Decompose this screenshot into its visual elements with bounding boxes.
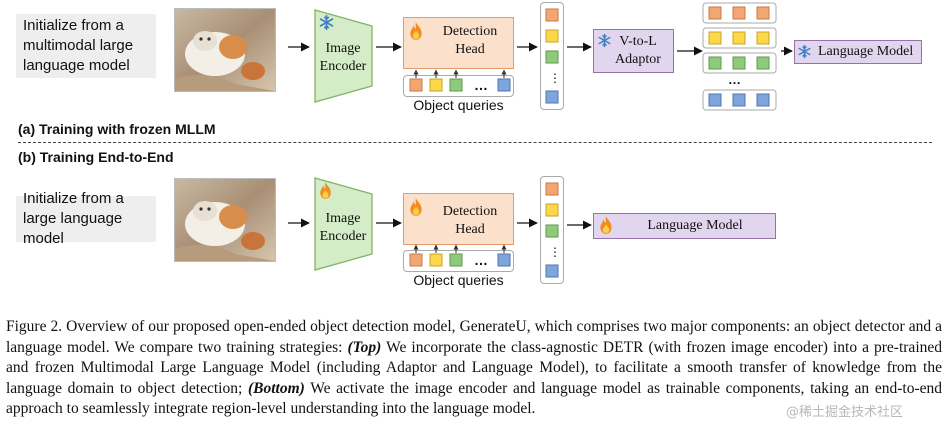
- svg-text:…: …: [474, 77, 488, 93]
- detection-head-label: Detection Head: [442, 204, 498, 237]
- image-encoder-label: Image Encoder: [319, 41, 367, 74]
- output-tokens: [540, 2, 564, 110]
- adaptor-label: V-to-L Adaptor: [615, 34, 661, 67]
- init-text: Initialize from a multimodal large langu…: [23, 17, 134, 74]
- image-encoder-trapezoid: [314, 9, 373, 103]
- detection-head-box: [403, 193, 514, 245]
- panel-divider: [18, 142, 932, 143]
- flow-arrows-b: [288, 218, 592, 230]
- image-encoder-trapezoid: [314, 177, 373, 271]
- init-text: Initialize from a large language model: [23, 190, 124, 247]
- detection-head-label: Detection Head: [442, 24, 498, 57]
- language-token-rows: …: [702, 2, 777, 111]
- caption-part3: We activate the image encoder and langua…: [6, 379, 943, 418]
- init-text-box: Initialize from a multimodal large langu…: [16, 14, 156, 78]
- svg-text:…: …: [728, 72, 741, 87]
- language-model-box: [593, 213, 776, 239]
- caption-top: (Top): [347, 338, 382, 356]
- object-queries-box: [403, 250, 514, 272]
- svg-text:⋮: ⋮: [549, 245, 561, 259]
- caption-bottom: (Bottom): [247, 379, 305, 397]
- caption-part1: Overview of our proposed open-ended obje…: [6, 318, 943, 356]
- object-queries-label: Object queries: [413, 97, 504, 113]
- svg-text:⋮: ⋮: [549, 71, 561, 85]
- object-queries: …: [409, 69, 511, 93]
- object-queries-label: Object queries: [413, 272, 504, 288]
- output-token-squares: ⋮: [545, 182, 561, 278]
- svg-text:…: …: [474, 252, 488, 268]
- cat-photo: [174, 8, 276, 92]
- caption-part2: We incorporate the class-agnostic DETR (…: [6, 338, 942, 397]
- detection-head-box: [403, 17, 514, 69]
- output-token-squares: ⋮: [545, 8, 561, 104]
- language-model-box: [794, 40, 922, 64]
- output-tokens: [540, 176, 564, 284]
- image-encoder-label: Image Encoder: [319, 211, 367, 244]
- cat-photo: [174, 178, 276, 262]
- object-queries-box: [403, 75, 514, 97]
- language-model-label: Language Model: [647, 218, 743, 233]
- caption-label: Figure 2.: [6, 318, 63, 335]
- panel-a-title: (a) Training with frozen MLLM: [18, 121, 216, 137]
- panel-b-title: (b) Training End-to-End: [18, 149, 174, 165]
- object-queries: …: [409, 244, 511, 268]
- flow-arrows-a: [288, 42, 793, 56]
- init-text-box: Initialize from a large language model: [16, 190, 156, 247]
- figure-caption: Figure 2. Overview of our proposed open-…: [6, 317, 942, 420]
- watermark: @稀土掘金技术社区: [786, 405, 904, 420]
- language-model-label: Language Model: [818, 44, 914, 59]
